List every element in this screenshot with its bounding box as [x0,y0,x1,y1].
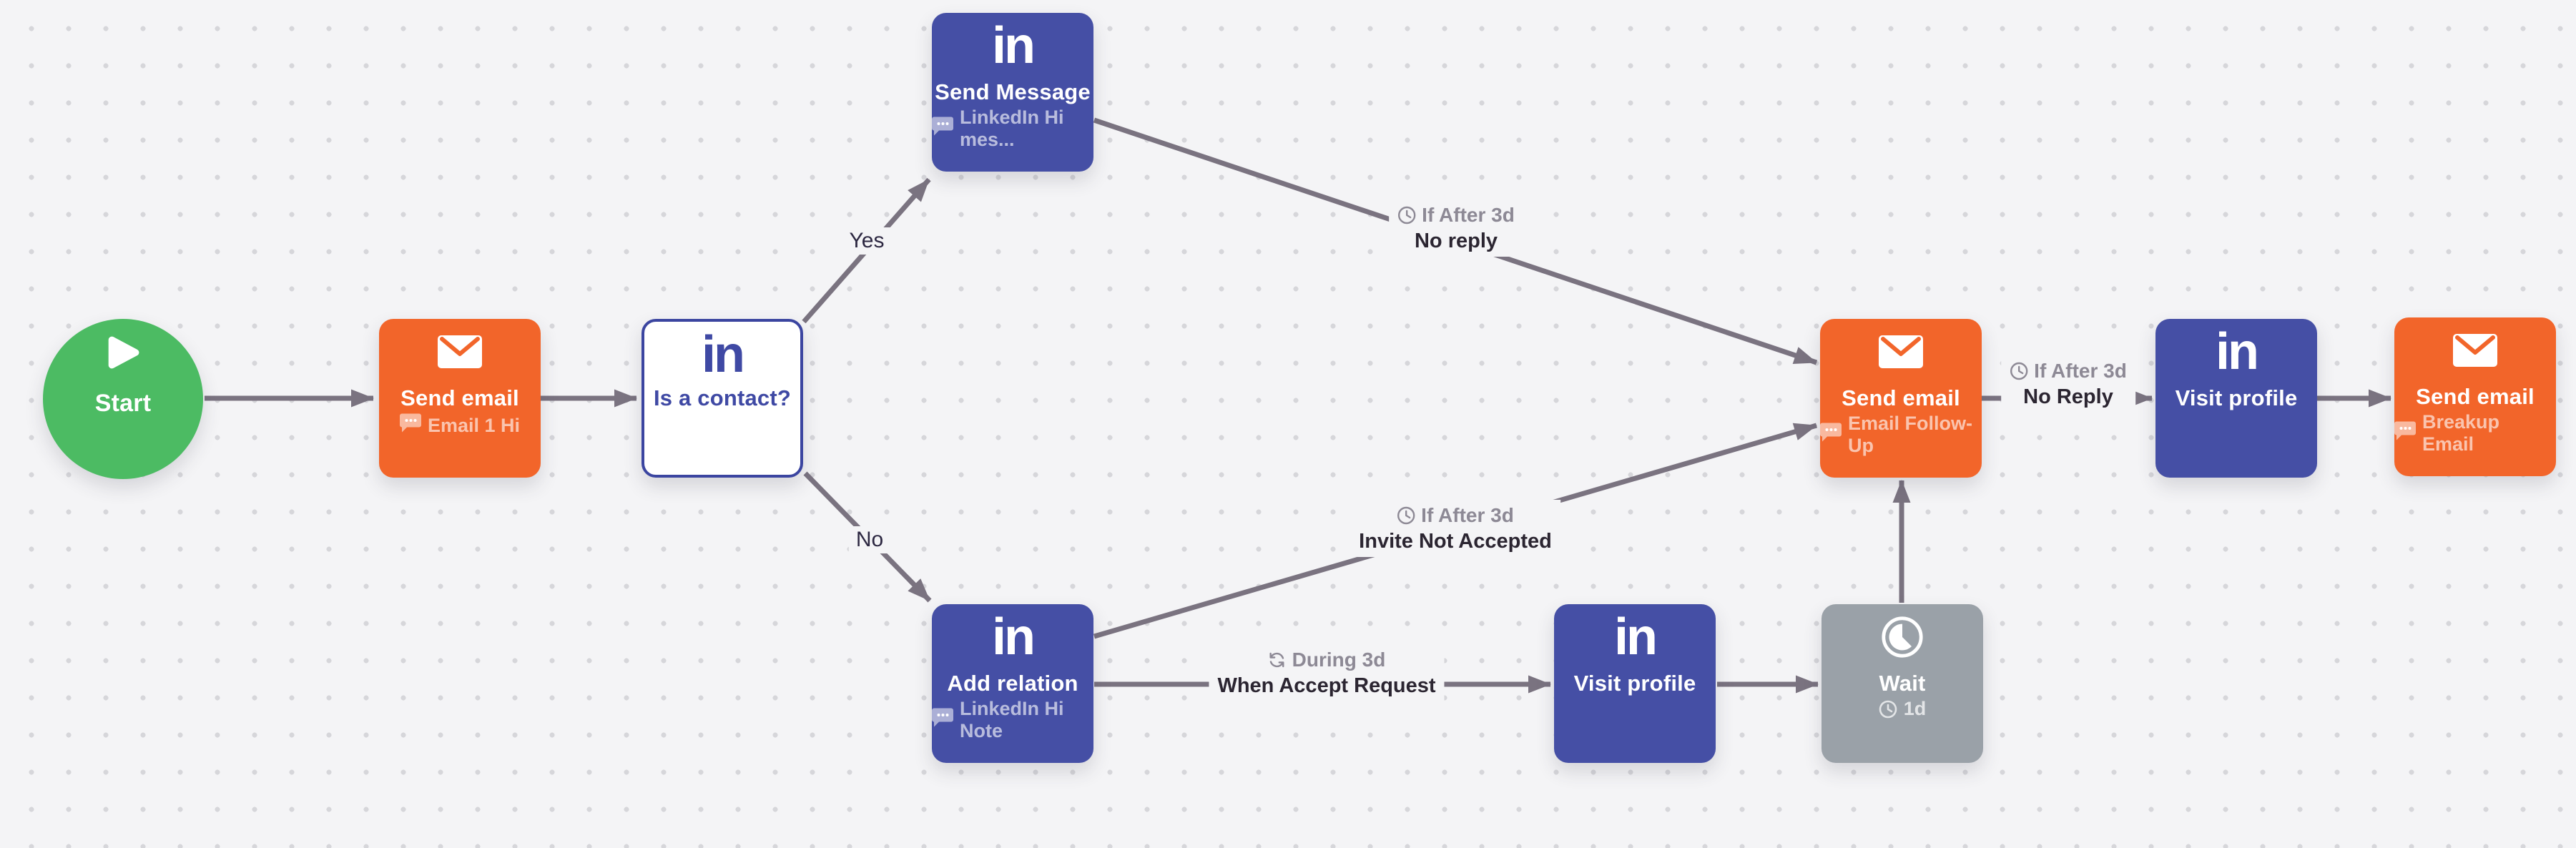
node-add-relation[interactable]: in Add relation LinkedIn Hi Note [932,604,1093,763]
clock-icon [1397,206,1416,225]
node-wait[interactable]: Wait 1d [1822,604,1983,763]
node-send-email-2[interactable]: Send email Email Follow-Up [1820,319,1982,478]
node-subtitle: LinkedIn Hi mes... [932,107,1093,151]
node-title: Wait [1879,671,1926,696]
node-subtitle-text: LinkedIn Hi mes... [960,107,1064,150]
chat-bubble-icon [2394,420,2416,446]
linkedin-in-icon: in [992,17,1036,74]
node-title: Send email [1842,385,1960,410]
edge-condition-text: During 3d [1292,649,1386,671]
node-title: Add relation [947,671,1078,696]
linkedin-in-icon: in [2216,323,2259,380]
branch-label-no: No [848,526,891,553]
edge-condition-text: If After 3d [1422,204,1515,226]
linkedin-in-icon: in [1614,608,1658,666]
node-subtitle: Email 1 Hi [379,413,541,438]
envelope-icon [2394,317,2556,383]
chat-bubble-icon [1820,422,1842,448]
node-send-email-3[interactable]: Send email Breakup Email [2394,317,2556,476]
edge-label-no-reply-2: If After 3d No Reply [2001,355,2135,413]
envelope-icon [1820,319,1982,385]
clock-icon [1879,700,1897,719]
node-title: Is a contact? [653,385,792,410]
play-icon [43,332,203,373]
edge-event-text: When Accept Request [1217,674,1436,697]
node-send-email-1[interactable]: Send email Email 1 Hi [379,319,541,478]
edge-condition-text: If After 3d [2034,360,2127,382]
node-subtitle-text: 1d [1903,698,1927,719]
linkedin-in-icon: in [702,326,745,383]
clock-icon [2010,362,2028,380]
envelope-icon [379,319,541,385]
node-title: Start [94,390,152,417]
branch-label-yes: Yes [842,227,892,255]
edge-event-text: Invite Not Accepted [1359,530,1552,553]
chat-bubble-icon [932,116,953,142]
edge-label-invite-not-accepted: If After 3d Invite Not Accepted [1350,500,1560,557]
node-subtitle: LinkedIn Hi Note [932,698,1093,742]
node-visit-profile-2[interactable]: in Visit profile [2155,319,2317,478]
node-is-a-contact[interactable]: in Is a contact? [641,319,803,478]
edge-event-text: No Reply [2023,385,2113,408]
edge-condition-text: If After 3d [1421,504,1514,526]
linkedin-in-icon: in [992,608,1036,666]
node-subtitle-text: LinkedIn Hi Note [960,698,1064,741]
node-subtitle: Email Follow-Up [1820,413,1982,457]
repeat-icon [1268,651,1287,669]
edge-label-no-reply: If After 3d No reply [1389,199,1523,257]
node-title: Send email [2416,384,2535,409]
node-title: Visit profile [1573,671,1696,696]
edge-label-when-accept-request: During 3d When Accept Request [1209,644,1445,701]
clock-icon [1397,506,1415,525]
node-subtitle-text: Email Follow-Up [1848,413,1973,456]
node-start[interactable]: Start [43,319,203,479]
timer-icon [1822,604,1983,670]
node-visit-profile-1[interactable]: in Visit profile [1554,604,1716,763]
node-title: Visit profile [2175,385,2298,410]
node-title: Send email [400,385,519,410]
edge-event-text: No reply [1414,230,1498,252]
chat-bubble-icon [932,707,953,733]
node-subtitle-text: Email 1 Hi [427,414,521,436]
node-subtitle: 1d [1822,698,1983,720]
chat-bubble-icon [399,413,421,438]
node-subtitle: Breakup Email [2394,411,2556,455]
node-title: Send Message [935,79,1091,104]
node-subtitle-text: Breakup Email [2422,411,2500,455]
node-send-message[interactable]: in Send Message LinkedIn Hi mes... [932,13,1093,172]
